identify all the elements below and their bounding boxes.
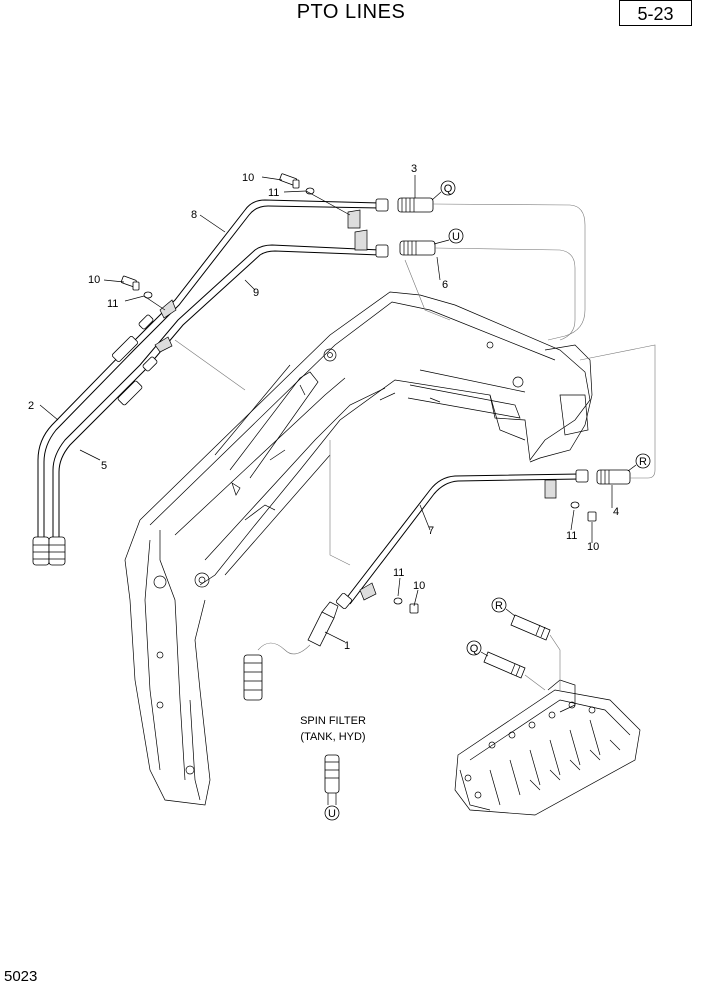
boom-arm-drawing	[124, 291, 593, 806]
hose-6	[399, 240, 576, 341]
valve-fitting-r	[510, 614, 561, 690]
leader-lines	[39, 175, 613, 643]
valve-fitting-q	[483, 651, 546, 691]
hose-4	[579, 344, 656, 485]
callout-10: 10	[242, 172, 254, 184]
port-label-q: Q	[444, 183, 453, 195]
callout-9: 9	[253, 287, 259, 299]
port-label-q: Q	[470, 643, 479, 655]
callout-6: 6	[442, 279, 448, 291]
port-circle-u	[324, 805, 340, 821]
control-valve	[454, 679, 641, 816]
callout-2: 2	[28, 400, 34, 412]
hose-3	[397, 197, 586, 341]
port-circle-r	[491, 597, 507, 613]
callout-11: 11	[268, 187, 279, 199]
callout-11: 11	[107, 298, 118, 310]
port-label-r: R	[639, 456, 647, 468]
callout-11: 11	[393, 567, 404, 579]
page-title: PTO LINES	[296, 1, 406, 23]
port-circle-q	[440, 180, 456, 196]
callout-10: 10	[413, 580, 425, 592]
spin-filter-caption-sub: (TANK, HYD)	[300, 731, 365, 743]
port-label-r: R	[495, 600, 503, 612]
figure-number: 5023	[4, 968, 38, 985]
port-circle-q	[466, 640, 482, 656]
port-label-u: U	[328, 808, 336, 820]
callout-11: 11	[566, 530, 577, 542]
hose-1	[243, 601, 339, 701]
callout-7: 7	[428, 525, 434, 537]
callout-3: 3	[411, 163, 417, 175]
page-number-box: 5-23	[619, 0, 692, 26]
pipe-7	[335, 469, 589, 610]
callout-8: 8	[191, 209, 197, 221]
port-circle-r	[635, 453, 651, 469]
pipe-5	[48, 244, 381, 566]
spin-filter-caption: SPIN FILTER	[300, 715, 366, 727]
callout-10: 10	[587, 541, 599, 553]
port-label-u: U	[452, 231, 460, 243]
callout-1: 1	[344, 640, 350, 652]
spin-filter-fitting	[324, 754, 340, 805]
bolts-and-washers	[120, 173, 597, 614]
callout-4: 4	[613, 506, 619, 518]
callout-5: 5	[101, 460, 107, 472]
port-circle-u	[448, 228, 464, 244]
callout-10: 10	[88, 274, 100, 286]
pipe-2	[32, 199, 381, 566]
